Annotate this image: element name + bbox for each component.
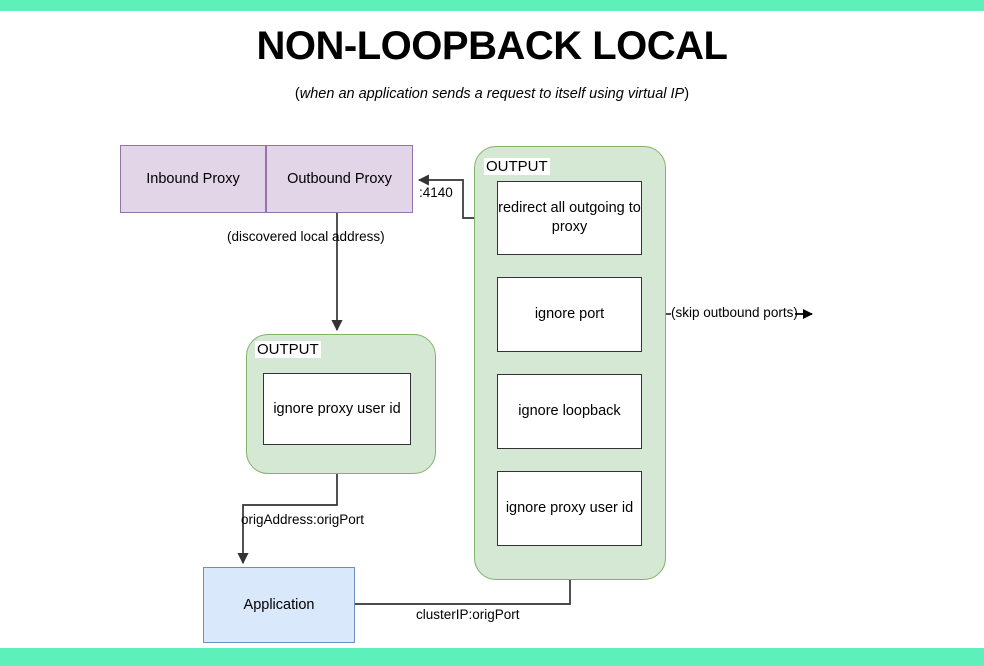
node-label: redirect all outgoing to proxy: [498, 200, 641, 235]
subtitle-paren-close: ): [684, 86, 690, 102]
inbound-proxy-box[interactable]: Inbound Proxy: [120, 145, 266, 213]
node-ignore-proxy-user-id-left[interactable]: ignore proxy user id: [263, 373, 411, 445]
node-label: ignore proxy user id: [505, 500, 634, 516]
node-label: Application: [243, 597, 315, 613]
node-application[interactable]: Application: [203, 567, 355, 643]
node-label: ignore loopback: [518, 403, 621, 419]
subtitle-paren-open: (: [294, 86, 300, 102]
bottom-accent-bar: [0, 648, 984, 666]
node-ignore-proxy-user-id-right[interactable]: ignore proxy user id: [497, 471, 642, 546]
edge-label-orig-address-orig-port: origAddress:origPort: [241, 512, 365, 527]
node-ignore-loopback[interactable]: ignore loopback: [497, 374, 642, 449]
edge-label-port-4140: :4140: [419, 185, 453, 200]
outbound-proxy-label: Outbound Proxy: [287, 171, 392, 187]
edge-label-discovered-local-address: (discovered local address): [227, 229, 385, 244]
output-group-left-label: OUTPUT: [255, 341, 321, 358]
node-label: ignore proxy user id: [273, 400, 401, 417]
outbound-proxy-box[interactable]: Outbound Proxy: [266, 145, 413, 213]
inbound-proxy-label: Inbound Proxy: [146, 171, 240, 187]
node-redirect-all-outgoing-to-proxy[interactable]: redirect all outgoing to proxy: [497, 181, 642, 255]
node-ignore-port[interactable]: ignore port: [497, 277, 642, 352]
edge-label-cluster-ip-orig-port: clusterIP:origPort: [416, 607, 520, 622]
edge-label-skip-outbound-ports: (skip outbound ports): [671, 305, 798, 320]
subtitle-italic-text: when an application sends a request to i…: [299, 86, 685, 102]
page-title: NON-LOOPBACK LOCAL: [256, 24, 728, 68]
node-label: ignore port: [534, 306, 605, 322]
output-group-right-label: OUTPUT: [484, 158, 550, 175]
top-accent-bar: [0, 0, 984, 11]
page-subtitle: (when an application sends a request to …: [0, 86, 984, 102]
